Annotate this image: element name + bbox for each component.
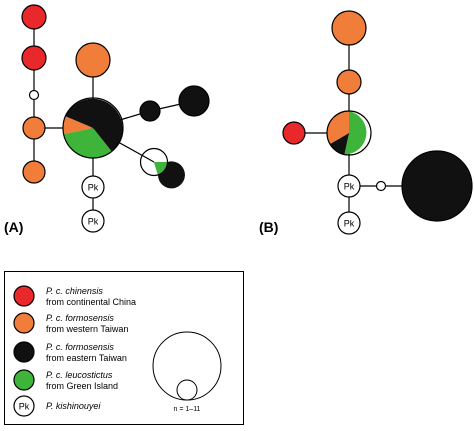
legend-species: P. c. formosensis [46,342,114,352]
haplotype-node-formosensis-east [139,100,161,122]
haplotype-node-formosensis-east [178,85,210,117]
pie-slice-leucostictus [344,111,367,155]
legend-item-kishinouyei: Pk P. kishinouyei [13,395,101,417]
haplotype-node-formosensis-east [401,150,473,222]
haplotype-node-formosensis-west [75,42,111,78]
pk-label: Pk [344,219,355,229]
legend-swatch-formosensis-east [13,341,35,363]
legend-region: from eastern Taiwan [46,353,127,363]
legend-item-formosensis-west: P. c. formosensis from western Taiwan [13,312,128,334]
haplotype-node-formosensis-west [336,69,362,95]
pie-slice-leucostictus [154,162,168,175]
haplotype-node-kishinouyei [337,211,361,235]
legend-region: from Green Island [46,381,118,391]
size-scale-circle-small [176,379,198,401]
haplotype-pie-b [326,110,372,156]
pie-outline [139,147,169,177]
legend-species: P. kishinouyei [46,401,101,411]
haplotype-node-formosensis-west [22,160,46,184]
legend-swatch-formosensis-west [13,312,35,334]
legend-species: P. c. leucostictus [46,370,113,380]
legend-region: from western Taiwan [46,324,128,334]
haplotype-node-kishinouyei [81,175,105,199]
haplotype-node-formosensis-west [22,116,46,140]
legend-swatch-leucostictus [13,369,35,391]
haplotype-node-kishinouyei [337,174,361,198]
haplotype-node-formosensis-west [331,10,367,46]
pie-outline [326,110,372,156]
pie-slice-east [65,98,123,152]
haplotype-pie-large [62,97,124,159]
legend-region: from continental China [46,297,136,307]
legend-swatch-kishinouyei [13,395,35,417]
legend-species: P. c. chinensis [46,286,103,296]
legend-item-chinensis: P. c. chinensis from continental China [13,285,136,307]
haplotype-node-kishinouyei [81,209,105,233]
pie-slice-leucostictus [63,128,112,159]
haplotype-node-chinensis [282,121,306,145]
size-scale-label: n = 1–11 [174,406,201,413]
median-vector-node [375,180,387,192]
pie-outline [62,97,124,159]
haplotype-node-chinensis [21,4,47,30]
pk-label: Pk [344,182,355,192]
legend-item-leucostictus: P. c. leucostictus from Green Island [13,369,118,391]
pie-slice-west [62,116,93,135]
legend-species: P. c. formosensis [46,313,114,323]
legend-border [4,271,244,425]
legend-size-scale: n = 1–11 [152,331,222,413]
haplotype-pie-small [139,147,185,189]
legend-item-formosensis-east: P. c. formosensis from eastern Taiwan [13,341,127,363]
pk-label: Pk [88,183,99,193]
panel-label-a: (A) [4,219,23,235]
pk-label: Pk [19,402,30,412]
pk-label: Pk [88,217,99,227]
network-panel-b: Pk Pk (B) [259,10,473,235]
legend-box: P. c. chinensis from continental China P… [4,271,244,425]
network-panel-a: Pk Pk (A) [4,4,210,235]
median-vector-node [28,89,40,101]
legend-swatch-chinensis [13,285,35,307]
haplotype-node-chinensis [21,45,47,71]
panel-label-b: (B) [259,219,278,235]
